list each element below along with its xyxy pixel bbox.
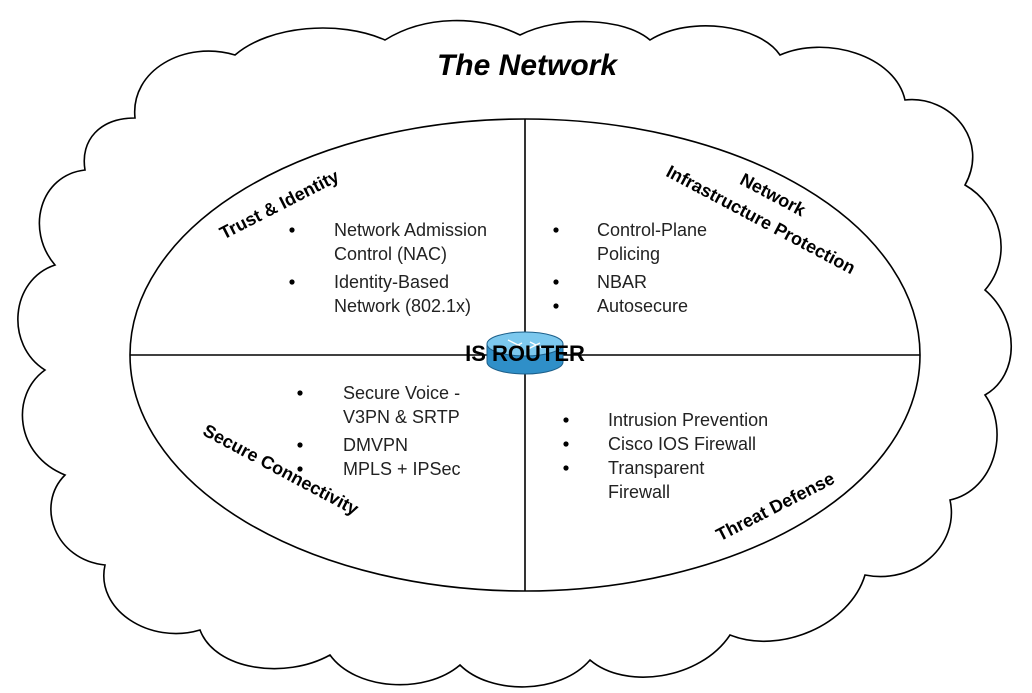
bullet-list-infrastructure-protection: Control-Plane Policing NBAR Autosecure bbox=[553, 220, 707, 316]
bullet-dot bbox=[289, 227, 295, 233]
quadrant-label-trust-identity: Trust & Identity bbox=[216, 166, 342, 243]
bullet-dot bbox=[297, 390, 303, 396]
list-item: Intrusion Prevention bbox=[608, 410, 768, 430]
router-icon bbox=[486, 331, 564, 375]
bullet-dot bbox=[553, 227, 559, 233]
list-item: Network (802.1x) bbox=[334, 296, 471, 316]
list-item: Network Admission bbox=[334, 220, 487, 240]
list-item: Control (NAC) bbox=[334, 244, 447, 264]
cloud-outline bbox=[17, 19, 1013, 688]
list-item: Transparent bbox=[608, 458, 704, 478]
diagram-title: The Network bbox=[437, 49, 618, 82]
list-item: NBAR bbox=[597, 272, 647, 292]
list-item: Secure Voice - bbox=[343, 383, 460, 403]
bullet-list-secure-connectivity: Secure Voice - V3PN & SRTP DMVPN MPLS + … bbox=[297, 383, 461, 479]
bullet-dot bbox=[563, 465, 569, 471]
list-item: Identity-Based bbox=[334, 272, 449, 292]
list-item: Policing bbox=[597, 244, 660, 264]
bullet-dot bbox=[553, 303, 559, 309]
quadrant-label-secure-connectivity: Secure Connectivity bbox=[200, 420, 362, 519]
list-item: Control-Plane bbox=[597, 220, 707, 240]
list-item: Autosecure bbox=[597, 296, 688, 316]
bullet-dot bbox=[289, 279, 295, 285]
list-item: Cisco IOS Firewall bbox=[608, 434, 756, 454]
bullet-dot bbox=[297, 466, 303, 472]
bullet-dot bbox=[553, 279, 559, 285]
bullet-list-threat-defense: Intrusion Prevention Cisco IOS Firewall … bbox=[563, 410, 768, 502]
bullet-list-trust-identity: Network Admission Control (NAC) Identity… bbox=[289, 220, 487, 316]
list-item: Firewall bbox=[608, 482, 670, 502]
bullet-dot bbox=[563, 417, 569, 423]
router-label: IS ROUTER bbox=[465, 341, 585, 366]
list-item: DMVPN bbox=[343, 435, 408, 455]
list-item: V3PN & SRTP bbox=[343, 407, 460, 427]
bullet-dot bbox=[563, 441, 569, 447]
bullet-dot bbox=[297, 442, 303, 448]
quadrant-label-threat-defense: Threat Defense bbox=[713, 468, 838, 545]
list-item: MPLS + IPSec bbox=[343, 459, 461, 479]
